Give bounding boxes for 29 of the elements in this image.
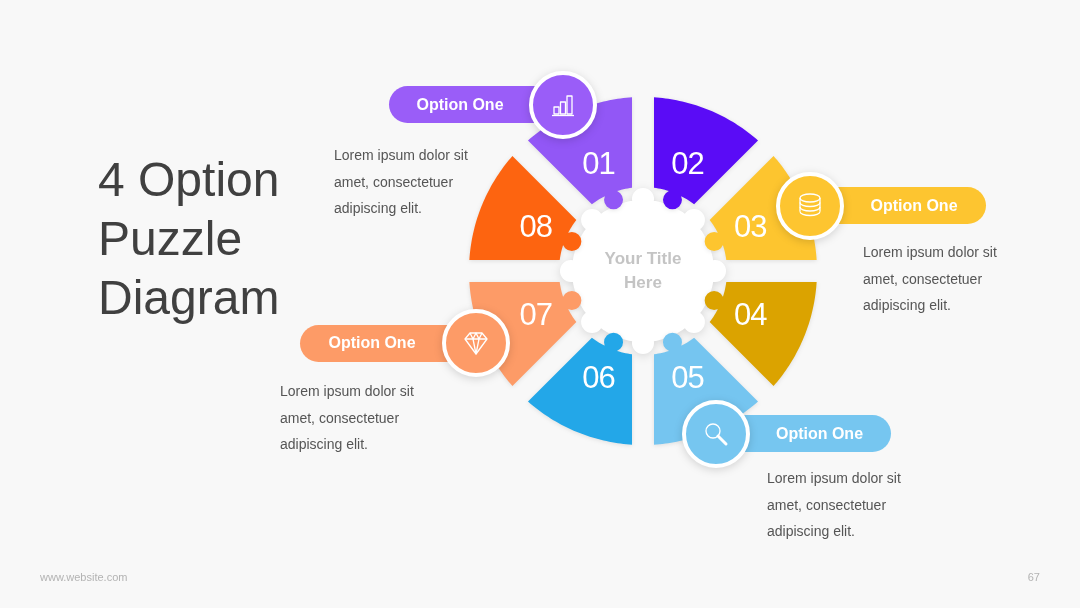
description-text: Lorem ipsum dolor sit amet, consectetuer adipiscing elit.: [767, 469, 902, 541]
center-puzzle-piece: [558, 186, 728, 356]
footer-text: www.website.com: [40, 570, 128, 584]
step-number: 01: [582, 147, 615, 180]
description-text: Lorem ipsum dolor sit amet, consectetuer adipiscing elit.: [280, 382, 415, 454]
description-text: Lorem ipsum dolor sit amet, consectetuer adipiscing elit.: [863, 243, 998, 315]
puzzle-piece: [704, 282, 817, 387]
step-number: 05: [671, 362, 704, 395]
option-title: Option One: [416, 94, 504, 115]
puzzle-piece: [654, 97, 759, 210]
step-number: 04: [733, 299, 767, 332]
option-title: Option One: [870, 195, 958, 216]
step-number: 02: [671, 147, 704, 180]
step-number: 08: [519, 210, 553, 243]
puzzle-piece: [469, 155, 582, 260]
page-number: 67: [1027, 570, 1040, 584]
option-title: Option One: [328, 333, 416, 353]
option-title: Option One: [775, 423, 864, 444]
step-number: 06: [582, 362, 615, 395]
description-text: Lorem ipsum dolor sit amet, consectetuer adipiscing elit.: [334, 146, 469, 218]
step-number: 07: [519, 299, 553, 332]
slide-title: 4 Option Puzzle Diagram: [98, 152, 281, 326]
option-banner: [744, 415, 891, 452]
option-banner: [389, 86, 535, 123]
option-banner: [300, 324, 448, 362]
step-number: 03: [733, 210, 767, 243]
center-title: Your Title Here: [603, 248, 683, 294]
puzzle-piece: [527, 332, 632, 445]
option-banner: [838, 187, 986, 224]
